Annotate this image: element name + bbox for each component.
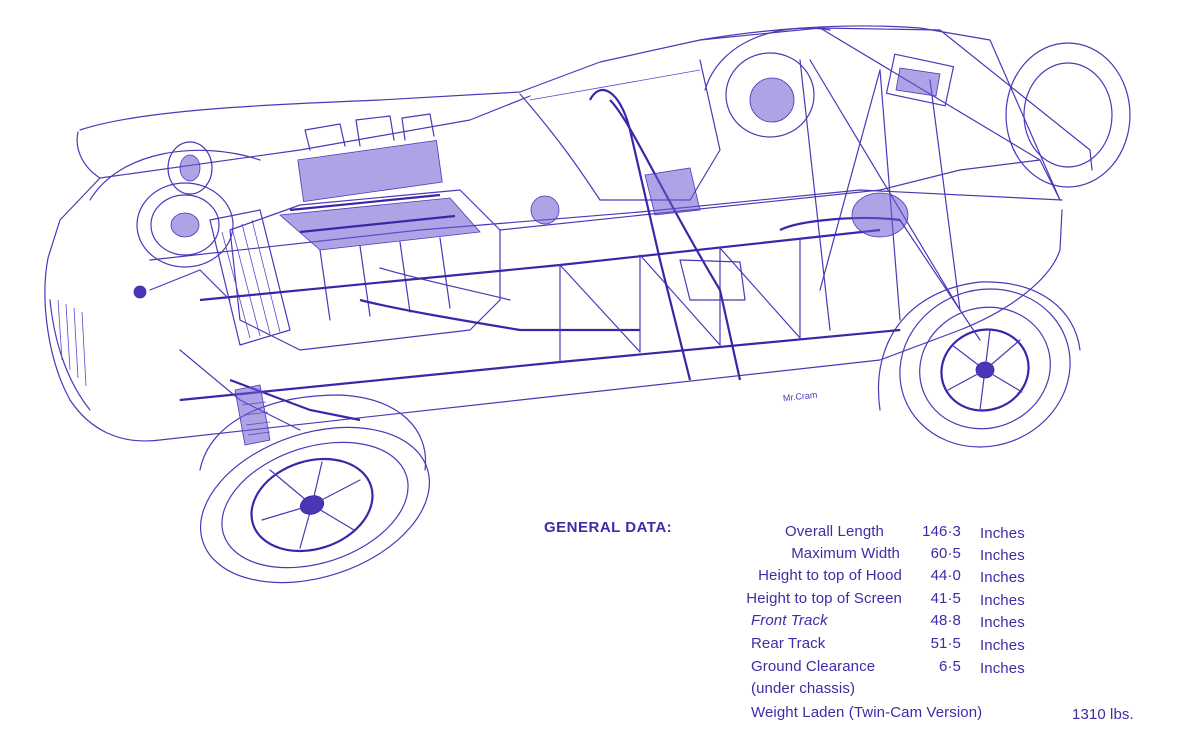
spec-value-overall-length: 146·3: [922, 523, 961, 540]
spec-value-height-hood: 44·0: [930, 567, 961, 584]
spec-label-height-hood: Height to top of Hood: [758, 567, 902, 584]
front-suspension: [133, 269, 361, 446]
spec-label-front-track: Front Track: [751, 612, 828, 629]
rear-wheel: [878, 281, 1081, 448]
chassis-spaceframe: [179, 59, 1041, 402]
general-data-heading: GENERAL DATA:: [544, 519, 673, 536]
spec-label-height-screen: Height to top of Screen: [746, 590, 902, 607]
spec-unit-front-track: Inches: [980, 614, 1025, 631]
spec-label-weight-laden: Weight Laden (Twin-Cam Version): [751, 704, 983, 721]
spec-value-front-track: 48·8: [930, 612, 961, 629]
engine-block: [209, 113, 640, 351]
spec-value-height-screen: 41·5: [930, 590, 961, 607]
spec-unit-height-screen: Inches: [980, 592, 1025, 609]
far-front-wheel: [89, 141, 261, 268]
spec-unit-height-hood: Inches: [980, 569, 1025, 586]
spec-unit-overall-length: Inches: [980, 525, 1025, 542]
far-rear-wheel: [704, 27, 1131, 188]
spec-value-ground-clearance: 6·5: [939, 658, 961, 675]
rear-axle: [779, 53, 981, 341]
spec-label-ground-clearance: Ground Clearance: [751, 658, 876, 675]
spec-unit-ground-clearance: Inches: [980, 660, 1025, 677]
spec-label-rear-track: Rear Track: [751, 635, 826, 652]
roll-bar: [530, 89, 746, 381]
spec-label-under-chassis: (under chassis): [751, 680, 856, 697]
illustrator-signature: Mr.Cram: [782, 390, 817, 404]
spec-unit-maximum-width: Inches: [980, 547, 1025, 564]
spec-unit-rear-track: Inches: [980, 637, 1025, 654]
spec-label-overall-length: Overall Length: [785, 523, 884, 540]
spec-label-maximum-width: Maximum Width: [791, 545, 900, 562]
spec-value-weight-laden: 1310 lbs.: [1072, 706, 1134, 723]
spec-value-rear-track: 51·5: [930, 635, 961, 652]
spec-value-maximum-width: 60·5: [930, 545, 961, 562]
front-wheel: [199, 394, 431, 584]
